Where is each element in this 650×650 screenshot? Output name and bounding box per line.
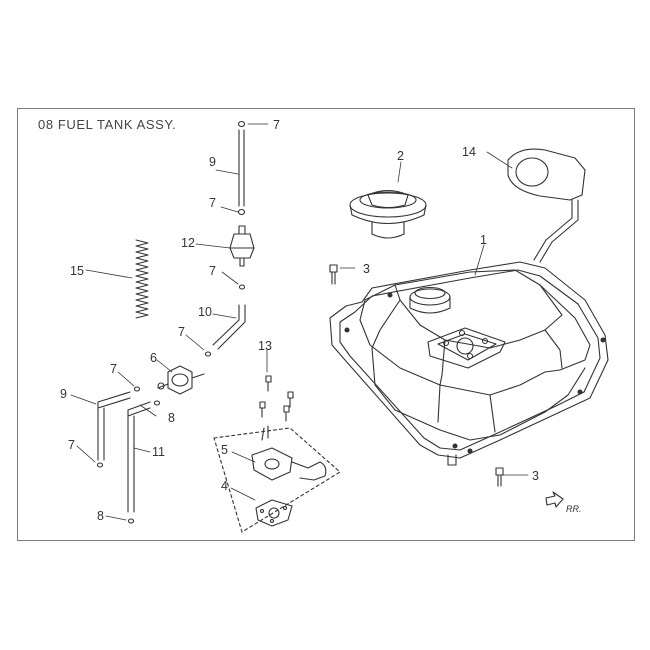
fuel-cap [349, 189, 427, 239]
direction-label: RR. [566, 504, 582, 514]
callout-labels: 1 2 3 3 4 5 6 7 7 7 7 7 7 8 8 9 9 10 11 … [60, 118, 582, 523]
leader-lines [70, 123, 529, 521]
callout-8: 8 [168, 411, 175, 425]
diagram-frame [17, 108, 635, 541]
callout-5: 5 [221, 443, 228, 457]
callout-7: 7 [178, 325, 185, 339]
callout-3: 3 [532, 469, 539, 483]
callout-6: 6 [150, 351, 157, 365]
callout-11: 11 [152, 445, 165, 459]
callout-7: 7 [209, 264, 216, 278]
callout-7: 7 [68, 438, 75, 452]
hose-clip [204, 351, 212, 357]
bolt [495, 467, 504, 487]
hose-clip [133, 386, 141, 392]
hose-clip [127, 518, 135, 524]
callout-9: 9 [60, 387, 67, 401]
callout-7: 7 [209, 196, 216, 210]
bolt-set [259, 375, 294, 422]
breather-spring-hose [135, 239, 149, 319]
fuel-hose [127, 401, 151, 513]
fuel-filter [229, 225, 255, 267]
direction-arrow-icon [545, 491, 564, 508]
callout-13: 13 [258, 339, 272, 353]
callout-10: 10 [198, 305, 212, 319]
callout-2: 2 [397, 149, 404, 163]
callout-12: 12 [181, 236, 195, 250]
fuel-tank [329, 261, 609, 466]
hose-clip [238, 284, 246, 290]
callout-8: 8 [97, 509, 104, 523]
callout-14: 14 [462, 145, 476, 159]
callout-3: 3 [363, 262, 370, 276]
callout-1: 1 [480, 233, 487, 247]
fuel-hose [212, 304, 246, 350]
callout-7: 7 [110, 362, 117, 376]
bolt [329, 264, 338, 285]
diagram-title: 08 FUEL TANK ASSY. [38, 117, 177, 132]
hose-clip [96, 462, 104, 468]
callout-7: 7 [273, 118, 280, 132]
fuel-cock [157, 365, 205, 395]
hose-clip [153, 400, 161, 406]
callout-4: 4 [221, 479, 228, 493]
fuel-hose [237, 120, 246, 216]
callout-9: 9 [209, 155, 216, 169]
callout-15: 15 [70, 264, 84, 278]
breather-hose-bracket [507, 148, 586, 263]
fuel-hose [97, 391, 131, 461]
fuel-unit-group [213, 425, 341, 533]
